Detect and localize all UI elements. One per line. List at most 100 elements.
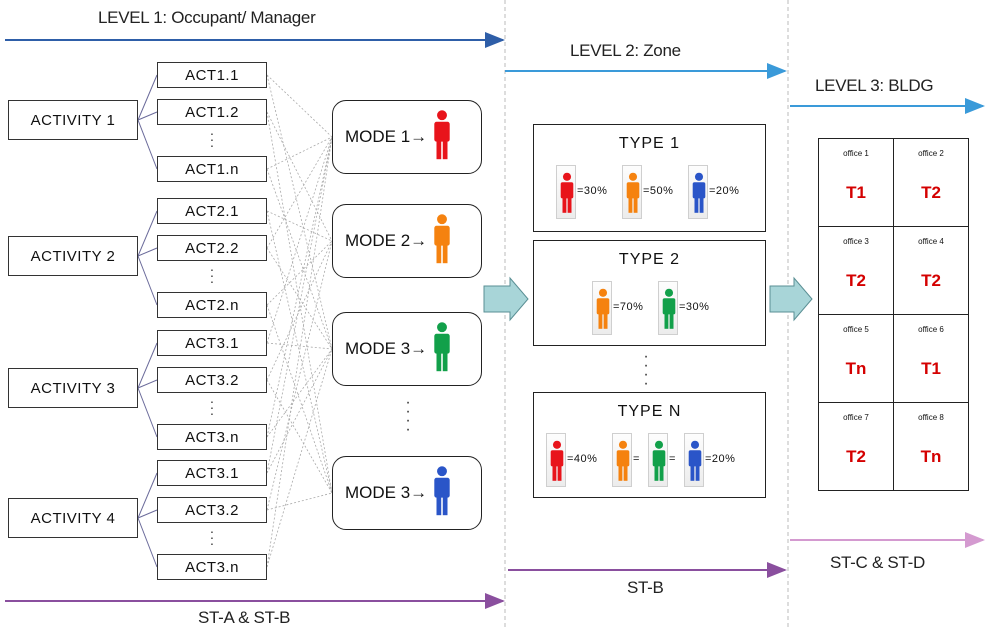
office-cell-3: office 3 T2: [818, 226, 894, 315]
mode-ellipsis: ····: [405, 394, 411, 438]
office-cell-8: office 8 Tn: [893, 402, 969, 491]
activity-connector: [137, 379, 158, 389]
office-name: office 1: [843, 149, 869, 158]
mode-connector: [266, 136, 333, 438]
office-cell-4: office 4 T2: [893, 226, 969, 315]
office-name: office 3: [843, 237, 869, 246]
mode-connector: [266, 492, 333, 511]
activity-connector: [137, 255, 158, 306]
act-box-3-2: ACT3.2: [157, 367, 267, 393]
act-box-1-3: ACT1.n: [157, 156, 267, 182]
office-name: office 4: [918, 237, 944, 246]
mode-connector: [266, 240, 333, 381]
mode-connector: [266, 111, 333, 242]
activity-connector: [137, 387, 158, 438]
block-arrow-1: [483, 276, 529, 322]
activity-box-1: ACTIVITY 1: [8, 100, 138, 140]
activity-connector: [137, 342, 158, 389]
share-label: =: [669, 453, 676, 465]
office-type: T2: [846, 447, 866, 466]
act-box-4-1: ACT3.1: [157, 460, 267, 486]
level1-title: LEVEL 1: Occupant/ Manager: [98, 8, 316, 27]
office-name: office 7: [843, 413, 869, 422]
office-type: T1: [846, 183, 866, 202]
block-arrow-2: [769, 276, 813, 322]
mode-box-4: MODE 3→: [332, 456, 482, 530]
activity-connector: [137, 111, 158, 121]
mode-connector: [266, 247, 333, 350]
share-label: =20%: [705, 453, 736, 465]
office-type: T2: [921, 271, 941, 290]
mode-connector: [266, 240, 333, 511]
mode-label: MODE 3→: [345, 339, 428, 358]
person-icon: [431, 109, 453, 166]
activity-connector: [137, 74, 158, 121]
type-title: TYPE 1: [618, 135, 681, 152]
mode-box-3: MODE 3→: [332, 312, 482, 386]
share-label: =30%: [679, 301, 710, 313]
share-label: =20%: [709, 185, 740, 197]
office-type: T1: [921, 359, 941, 378]
office-name: office 5: [843, 325, 869, 334]
mode-connector: [266, 136, 333, 344]
act-ellipsis-3: ···: [209, 393, 215, 421]
share-label: =30%: [577, 185, 608, 197]
type-title: TYPE N: [617, 403, 682, 420]
type-box-1: TYPE 1 =30% =50% =20%: [533, 124, 766, 232]
type-box-2: TYPE 2=70%=30%: [533, 240, 766, 346]
office-cell-6: office 6 T1: [893, 314, 969, 403]
person-icon: [648, 433, 668, 487]
act-box-1-2: ACT1.2: [157, 99, 267, 125]
mode-connector: [266, 304, 333, 494]
mode-connector: [266, 348, 333, 474]
person-icon: [658, 281, 678, 335]
level3-title: LEVEL 3: BLDG: [815, 76, 934, 95]
type-box-3: TYPE N=40%===20%: [533, 392, 766, 498]
office-name: office 8: [918, 413, 944, 422]
act-box-3-1: ACT3.1: [157, 330, 267, 356]
person-icon: [684, 433, 704, 487]
activity-connector: [137, 247, 158, 257]
act-box-4-2: ACT3.2: [157, 497, 267, 523]
act-box-2-2: ACT2.2: [157, 235, 267, 261]
bottom-label-right: ST-C & ST-D: [830, 553, 925, 572]
office-name: office 2: [918, 149, 944, 158]
bottom-label-middle: ST-B: [627, 578, 664, 597]
office-type: T2: [846, 271, 866, 290]
mode-connector: [266, 240, 333, 306]
person-icon: [431, 465, 453, 522]
person-icon: [556, 165, 576, 219]
mode-connector: [266, 136, 333, 249]
office-name: office 6: [918, 325, 944, 334]
activity-connector: [137, 472, 158, 519]
person-icon: [431, 321, 453, 378]
share-label: =50%: [643, 185, 674, 197]
mode-connector: [266, 210, 333, 242]
office-cell-7: office 7 T2: [818, 402, 894, 491]
person-icon: [688, 165, 708, 219]
act-box-2-1: ACT2.1: [157, 198, 267, 224]
activity-box-2: ACTIVITY 2: [8, 236, 138, 276]
activity-connector: [137, 509, 158, 519]
activity-connector: [137, 210, 158, 257]
mode-connector: [266, 348, 333, 568]
person-icon: [612, 433, 632, 487]
mode-connector: [266, 74, 333, 350]
activity-box-3: ACTIVITY 3: [8, 368, 138, 408]
activity-connector: [137, 517, 158, 568]
act-ellipsis-1: ···: [209, 125, 215, 153]
office-type: Tn: [920, 447, 942, 466]
activity-connector: [137, 119, 158, 170]
share-label: =70%: [613, 301, 644, 313]
person-icon: [622, 165, 642, 219]
act-box-4-3: ACT3.n: [157, 554, 267, 580]
mode-box-1: MODE 1→: [332, 100, 482, 174]
mode-connector: [266, 74, 333, 138]
person-icon: [546, 433, 566, 487]
act-box-3-3: ACT3.n: [157, 424, 267, 450]
mode-connector: [266, 136, 333, 568]
mode-label: MODE 2→: [345, 231, 428, 250]
